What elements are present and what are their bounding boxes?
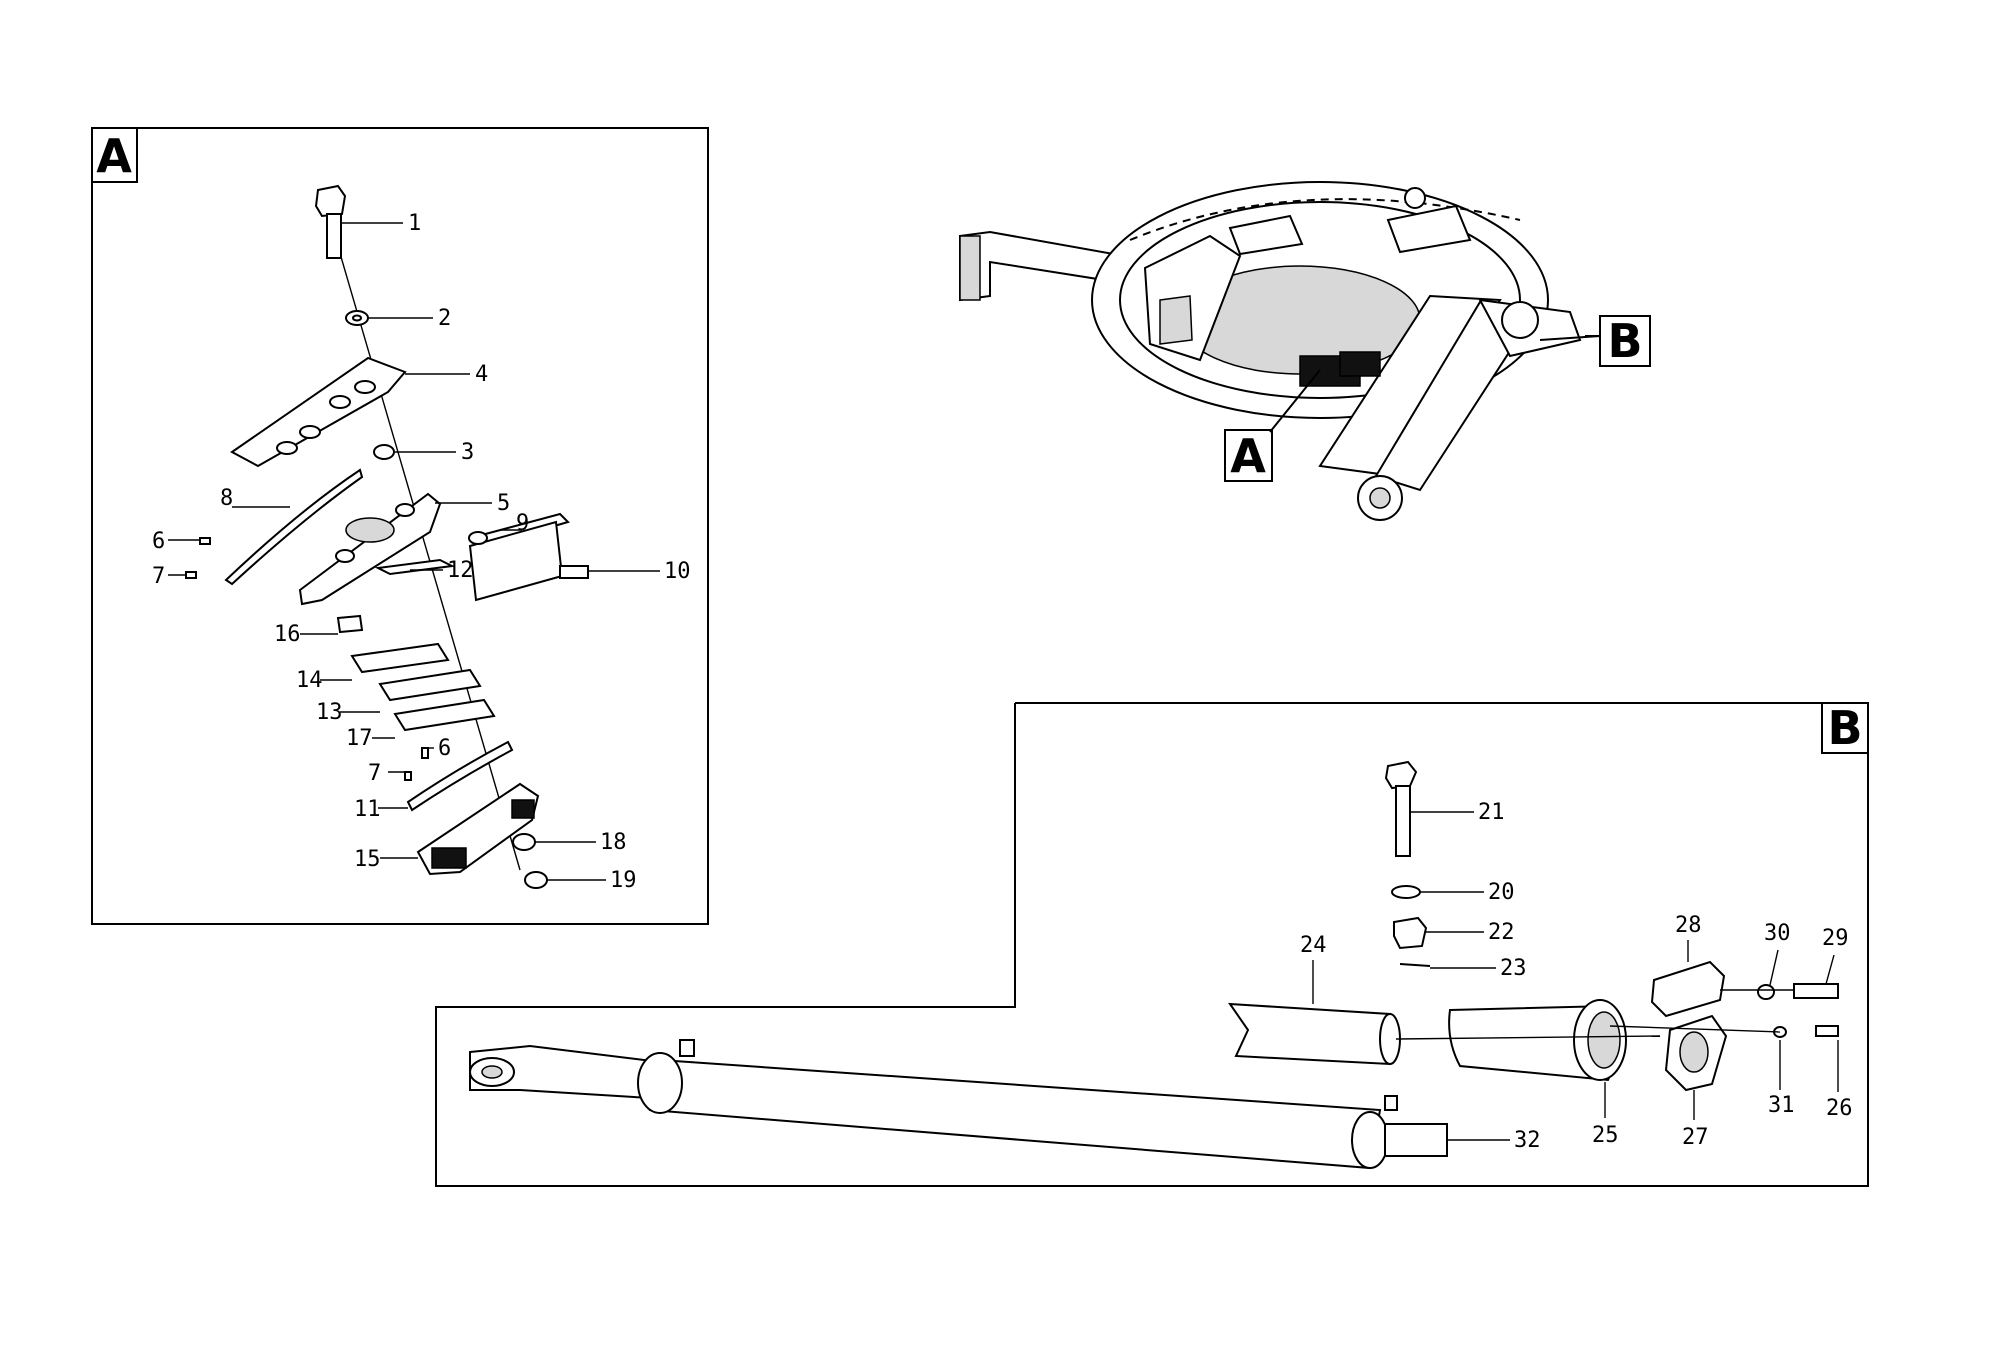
part-22-nut <box>1393 916 1428 950</box>
callout-7a: 7 <box>152 564 165 589</box>
part-5-cutter-holder <box>298 492 442 606</box>
part-1-bolt <box>314 184 347 259</box>
part-15-lower-holder <box>416 782 540 876</box>
part-12-shim <box>374 558 456 576</box>
overview-callout-b-box <box>1599 315 1651 367</box>
part-10-bolt <box>559 565 589 579</box>
callout-3: 3 <box>461 440 474 465</box>
part-7-pin <box>185 571 197 579</box>
part-8-strip <box>224 468 364 586</box>
part-20-washer <box>1391 885 1421 899</box>
callout-16: 16 <box>274 622 301 647</box>
part-27-flange <box>1664 1014 1728 1092</box>
callout-21: 21 <box>1478 800 1505 825</box>
callout-1: 1 <box>408 211 421 236</box>
callout-2: 2 <box>438 306 451 331</box>
part-26-bolt <box>1815 1025 1839 1037</box>
callout-9: 9 <box>516 511 529 536</box>
callout-8: 8 <box>220 486 233 511</box>
detail-a-label: A <box>96 129 132 183</box>
part-32-hydraulic-cylinder <box>469 1039 1448 1170</box>
callout-19: 19 <box>610 868 637 893</box>
part-11-strip <box>406 740 514 812</box>
callout-14: 14 <box>296 668 323 693</box>
part-13-shim <box>378 668 482 702</box>
part-24-sleeve <box>1228 1002 1401 1066</box>
callout-24: 24 <box>1300 933 1327 958</box>
overview-callout-a: A <box>1230 429 1266 483</box>
part-16-shim <box>336 614 364 634</box>
detail-a-panel: A <box>91 127 709 925</box>
part-30-washer <box>1757 984 1775 1000</box>
callout-20: 20 <box>1488 880 1515 905</box>
part-4-plate <box>230 356 407 468</box>
callout-13: 13 <box>316 700 343 725</box>
detail-b-panel: B <box>435 701 1869 1187</box>
part-23-pin <box>1399 963 1431 967</box>
callout-22: 22 <box>1488 920 1515 945</box>
callout-4: 4 <box>475 362 488 387</box>
callout-11: 11 <box>354 797 381 822</box>
callout-6a: 6 <box>152 529 165 554</box>
part-3-nut <box>373 444 395 460</box>
callout-23: 23 <box>1500 956 1527 981</box>
part-28-clamp <box>1650 960 1726 1018</box>
callout-32: 32 <box>1514 1128 1541 1153</box>
machine-overview: A B <box>959 181 1651 521</box>
overview-callout-b: B <box>1607 314 1642 368</box>
part-29-bolt <box>1793 983 1839 999</box>
part-21-bolt <box>1384 760 1418 857</box>
part-25-bracket <box>1448 999 1627 1082</box>
callout-10: 10 <box>664 559 691 584</box>
callout-5: 5 <box>497 491 510 516</box>
callout-28: 28 <box>1675 913 1702 938</box>
part-18-nut <box>512 833 536 851</box>
callout-27: 27 <box>1682 1125 1709 1150</box>
callout-30: 30 <box>1764 921 1791 946</box>
callout-7b: 7 <box>368 761 381 786</box>
part-19-nut <box>524 871 548 889</box>
callout-25: 25 <box>1592 1123 1619 1148</box>
detail-b-label: B <box>1827 701 1862 755</box>
callout-12: 12 <box>447 558 474 583</box>
callout-18: 18 <box>600 830 627 855</box>
part-6-pin <box>199 537 211 545</box>
callout-26: 26 <box>1826 1096 1853 1121</box>
callout-31: 31 <box>1768 1093 1795 1118</box>
callout-15: 15 <box>354 847 381 872</box>
overview-callout-a-box <box>1224 429 1273 482</box>
callout-6b: 6 <box>438 736 451 761</box>
callout-17: 17 <box>346 726 373 751</box>
part-14-shim <box>350 642 450 674</box>
callout-29: 29 <box>1822 926 1849 951</box>
part-17-shim <box>393 698 496 732</box>
